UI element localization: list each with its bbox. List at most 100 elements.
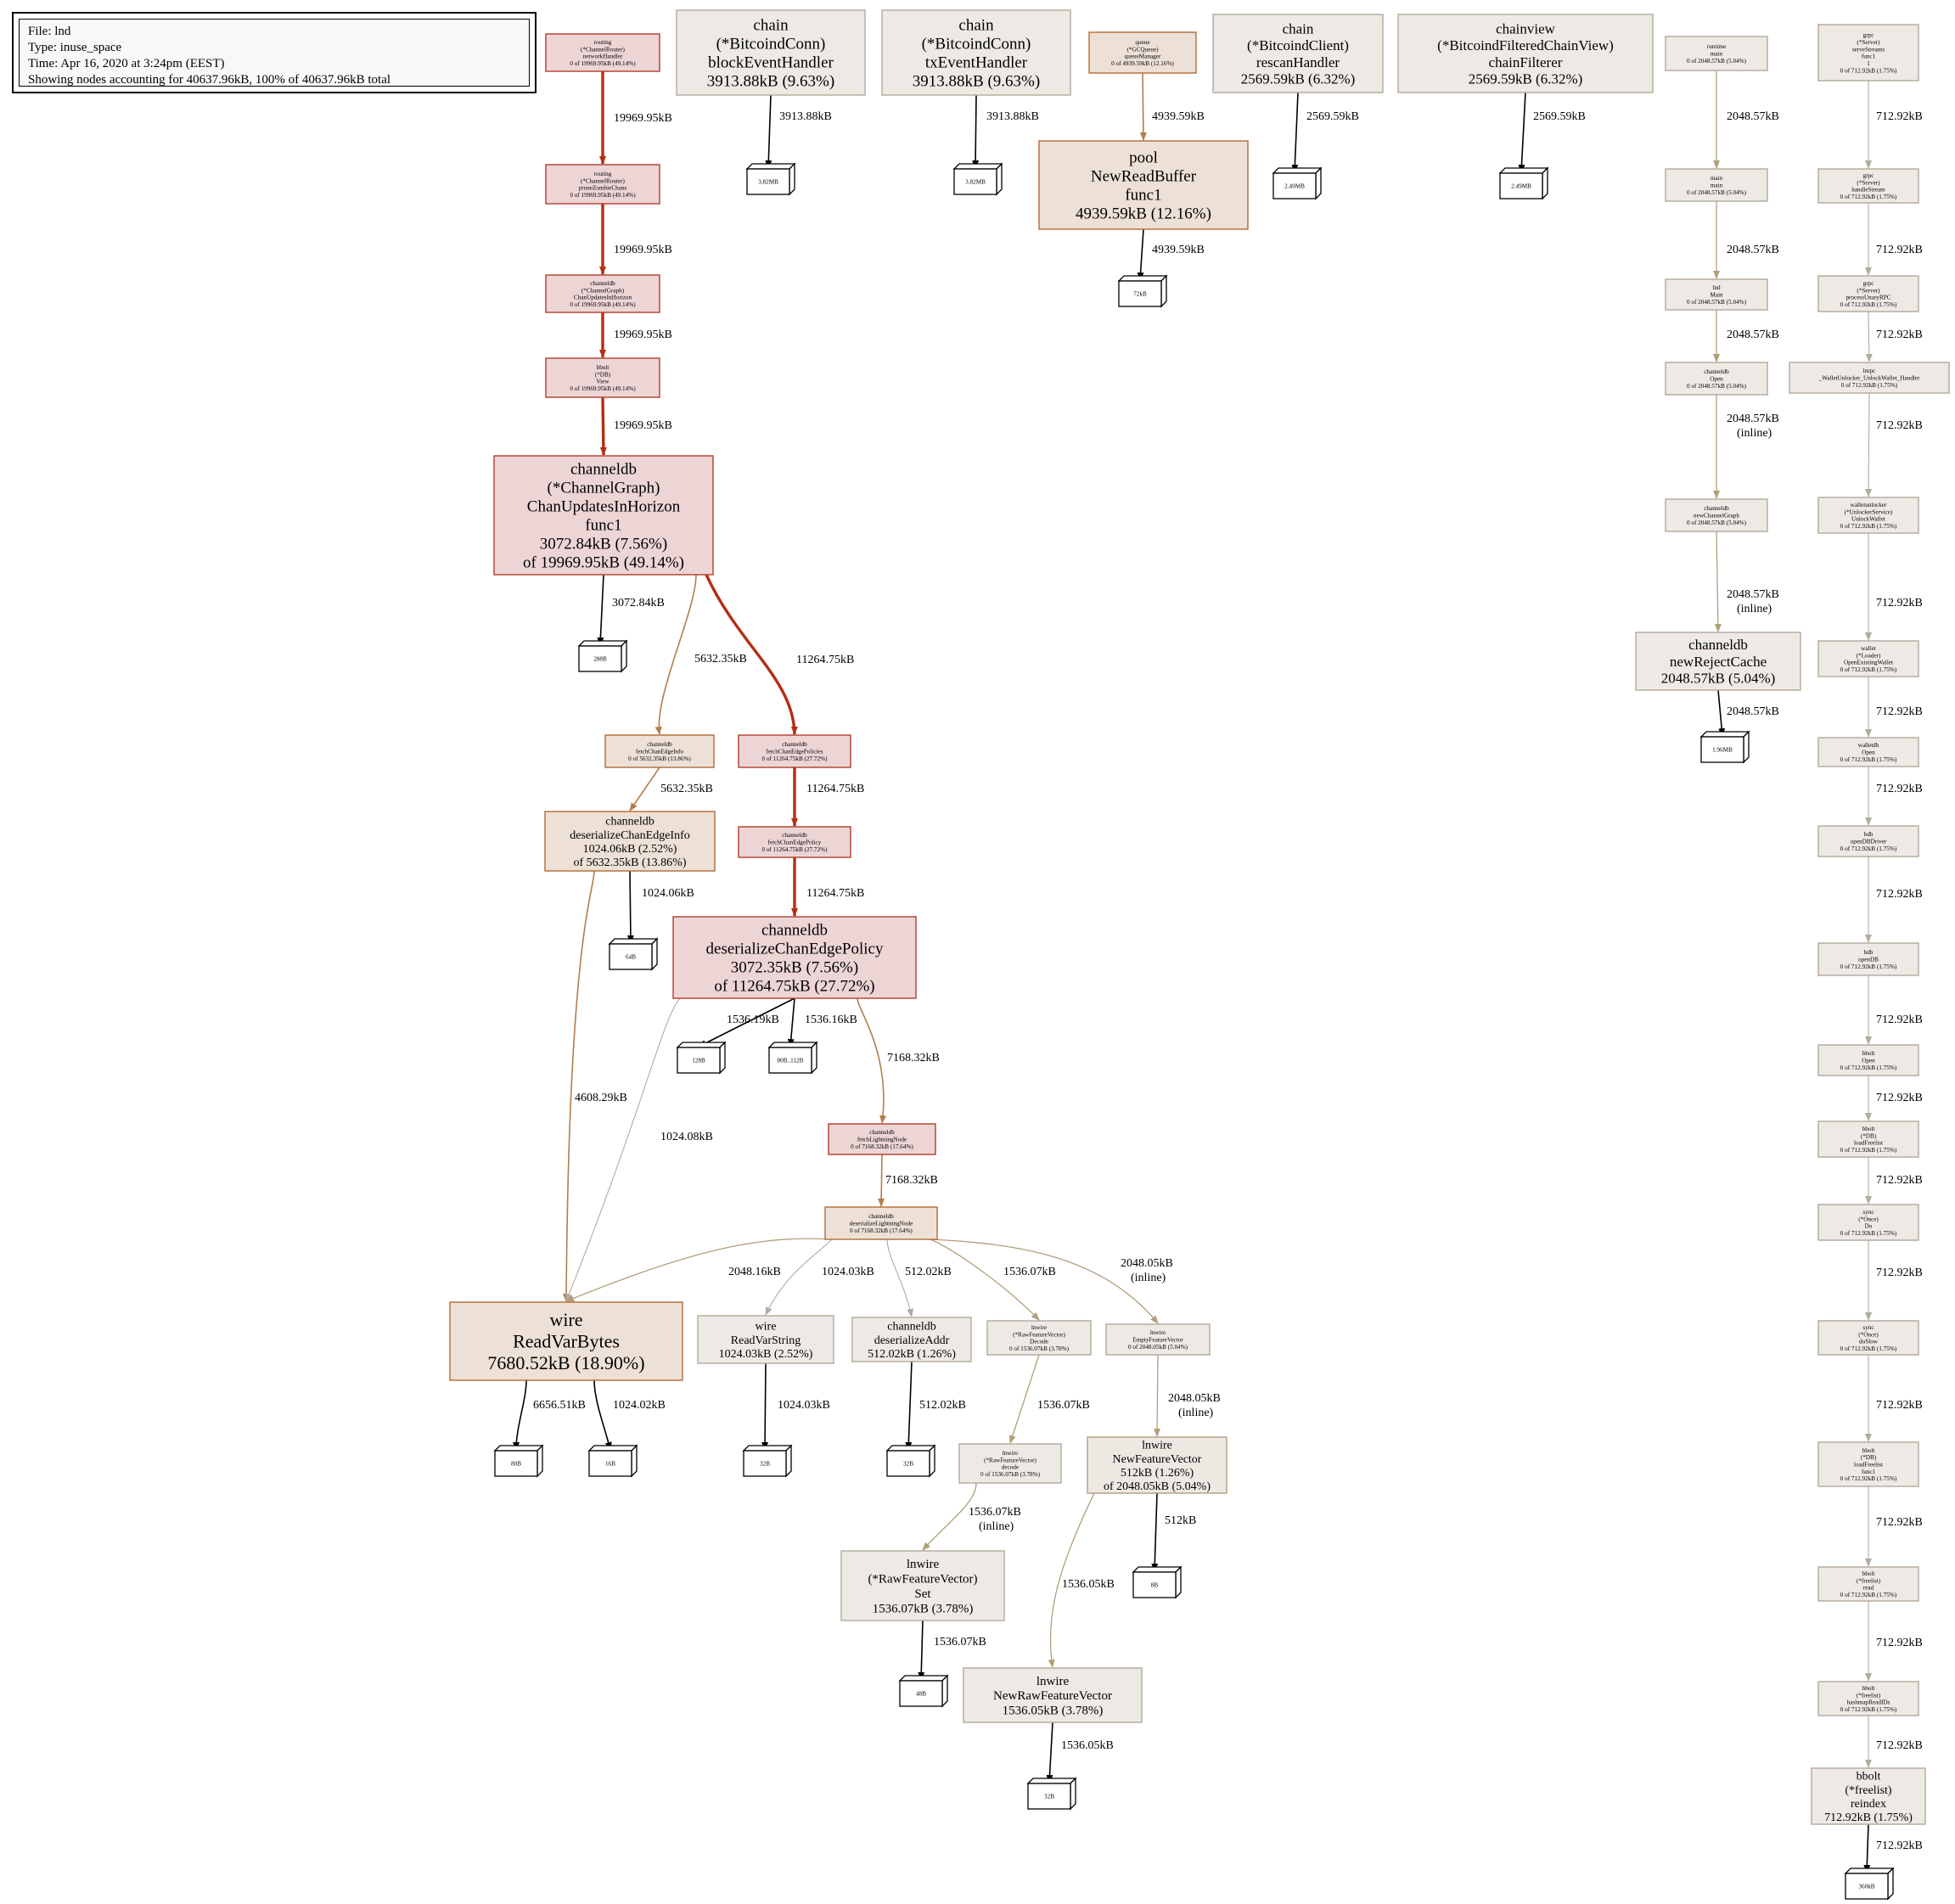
node-n10[interactable]: chain(*BitcoindClient)rescanHandler2569.… — [1212, 14, 1384, 93]
leaf-b3[interactable]: 72kB — [1117, 274, 1168, 308]
node-label-line: channeldb — [605, 816, 654, 828]
node-box — [1817, 737, 1919, 767]
node-label-line: newChannelGraph — [1694, 513, 1739, 520]
node-label-line: decode — [1002, 1464, 1019, 1471]
edge-label: 5632.35kB — [660, 783, 713, 795]
node-label-line: (*Once) — [1858, 1331, 1879, 1338]
node-label-line: channeldb — [761, 922, 828, 940]
edge-line — [1008, 1354, 1040, 1444]
leaf-b2[interactable]: 3.82MB — [952, 162, 1003, 196]
leaf-b1[interactable]: 3.82MB — [745, 162, 796, 196]
edge-n50-b17: 1536.05kB — [1046, 1721, 1114, 1783]
node-n7[interactable]: chain(*BitcoindConn)txEventHandler3913.8… — [881, 9, 1071, 96]
leaf-b14[interactable]: 32B — [885, 1444, 936, 1478]
node-n29[interactable]: sync(*Once)Do0 of 712.92kB (1.75%) — [1817, 1204, 1919, 1241]
node-n22[interactable]: walletunlocker(*UnlockerService)UnlockWa… — [1817, 497, 1919, 534]
node-label-line: 0 of 19969.95kB (49.14%) — [570, 301, 636, 308]
node-box — [1635, 632, 1801, 691]
node-n3[interactable]: channeldb(*ChannelGraph)ChanUpdatesInHor… — [545, 274, 660, 313]
node-label-line: walletunlocker — [1851, 502, 1887, 508]
node-n11[interactable]: chainview(*BitcoindFilteredChainView)cha… — [1397, 14, 1654, 93]
edge-label: 19969.95kB — [614, 112, 672, 125]
leaf-b12[interactable]: 16B — [587, 1444, 638, 1478]
leaf-b13[interactable]: 32B — [742, 1444, 793, 1478]
node-box — [1038, 140, 1249, 230]
leaf-b16[interactable]: 48B — [898, 1674, 949, 1708]
node-label-line: channeldb — [570, 461, 637, 479]
node-n5[interactable]: channeldb(*ChannelGraph)ChanUpdatesInHor… — [493, 455, 714, 576]
node-n39[interactable]: channeldbdeserializeChanEdgePolicy3072.3… — [672, 916, 917, 999]
edge-label: 4939.59kB — [1152, 110, 1205, 123]
leaf-b15[interactable]: 8B — [1132, 1565, 1183, 1599]
leaf-b7[interactable]: 1.96MB — [1699, 730, 1750, 764]
leaf-b9[interactable]: 128B — [676, 1041, 727, 1075]
leaf-b18[interactable]: 360kB — [1844, 1867, 1895, 1901]
leaf-b10[interactable]: 80B..112B — [767, 1041, 818, 1075]
node-n21[interactable]: lnrpc_WalletUnlocker_UnlockWallet_Handle… — [1789, 362, 1950, 394]
edge-line — [905, 1361, 913, 1451]
node-label-line: pool — [1129, 149, 1158, 167]
leaf-b17[interactable]: 32B — [1026, 1777, 1077, 1811]
edge-n41-n42: 2048.16kB — [565, 1238, 833, 1302]
leaf-b8[interactable]: 64B — [608, 937, 659, 971]
node-n37[interactable]: channeldbdeserializeChanEdgeInfo1024.06k… — [544, 811, 716, 872]
leaf-b6[interactable]: 288B — [577, 639, 628, 673]
node-n6[interactable]: chain(*BitcoindConn)blockEventHandler391… — [676, 9, 866, 96]
edge-n45-n47: 1536.07kB — [1008, 1354, 1090, 1444]
leaf-label: 3.82MB — [965, 179, 986, 186]
leaf-side — [1542, 166, 1548, 200]
edge-n4-n5: 19969.95kB — [599, 396, 672, 456]
node-label-line: main — [1711, 183, 1723, 189]
node-n2[interactable]: routing(*ChannelRouter)pruneZombieChans0… — [545, 164, 660, 205]
edge-label: 2048.57kB — [1727, 413, 1779, 425]
leaf-top — [587, 1445, 638, 1452]
leaf-b11[interactable]: 80B — [493, 1444, 544, 1478]
edge-label: 1536.07kB — [1037, 1399, 1090, 1412]
leaf-b4[interactable]: 2.49MB — [1272, 166, 1323, 200]
edge-label: 11264.75kB — [796, 654, 854, 666]
edge-line — [1865, 392, 1873, 497]
leaf-label: 360kB — [1858, 1884, 1874, 1890]
leaf-b5[interactable]: 2.49MB — [1498, 166, 1549, 200]
node-box — [1817, 1681, 1919, 1716]
edge-line — [1137, 228, 1144, 281]
